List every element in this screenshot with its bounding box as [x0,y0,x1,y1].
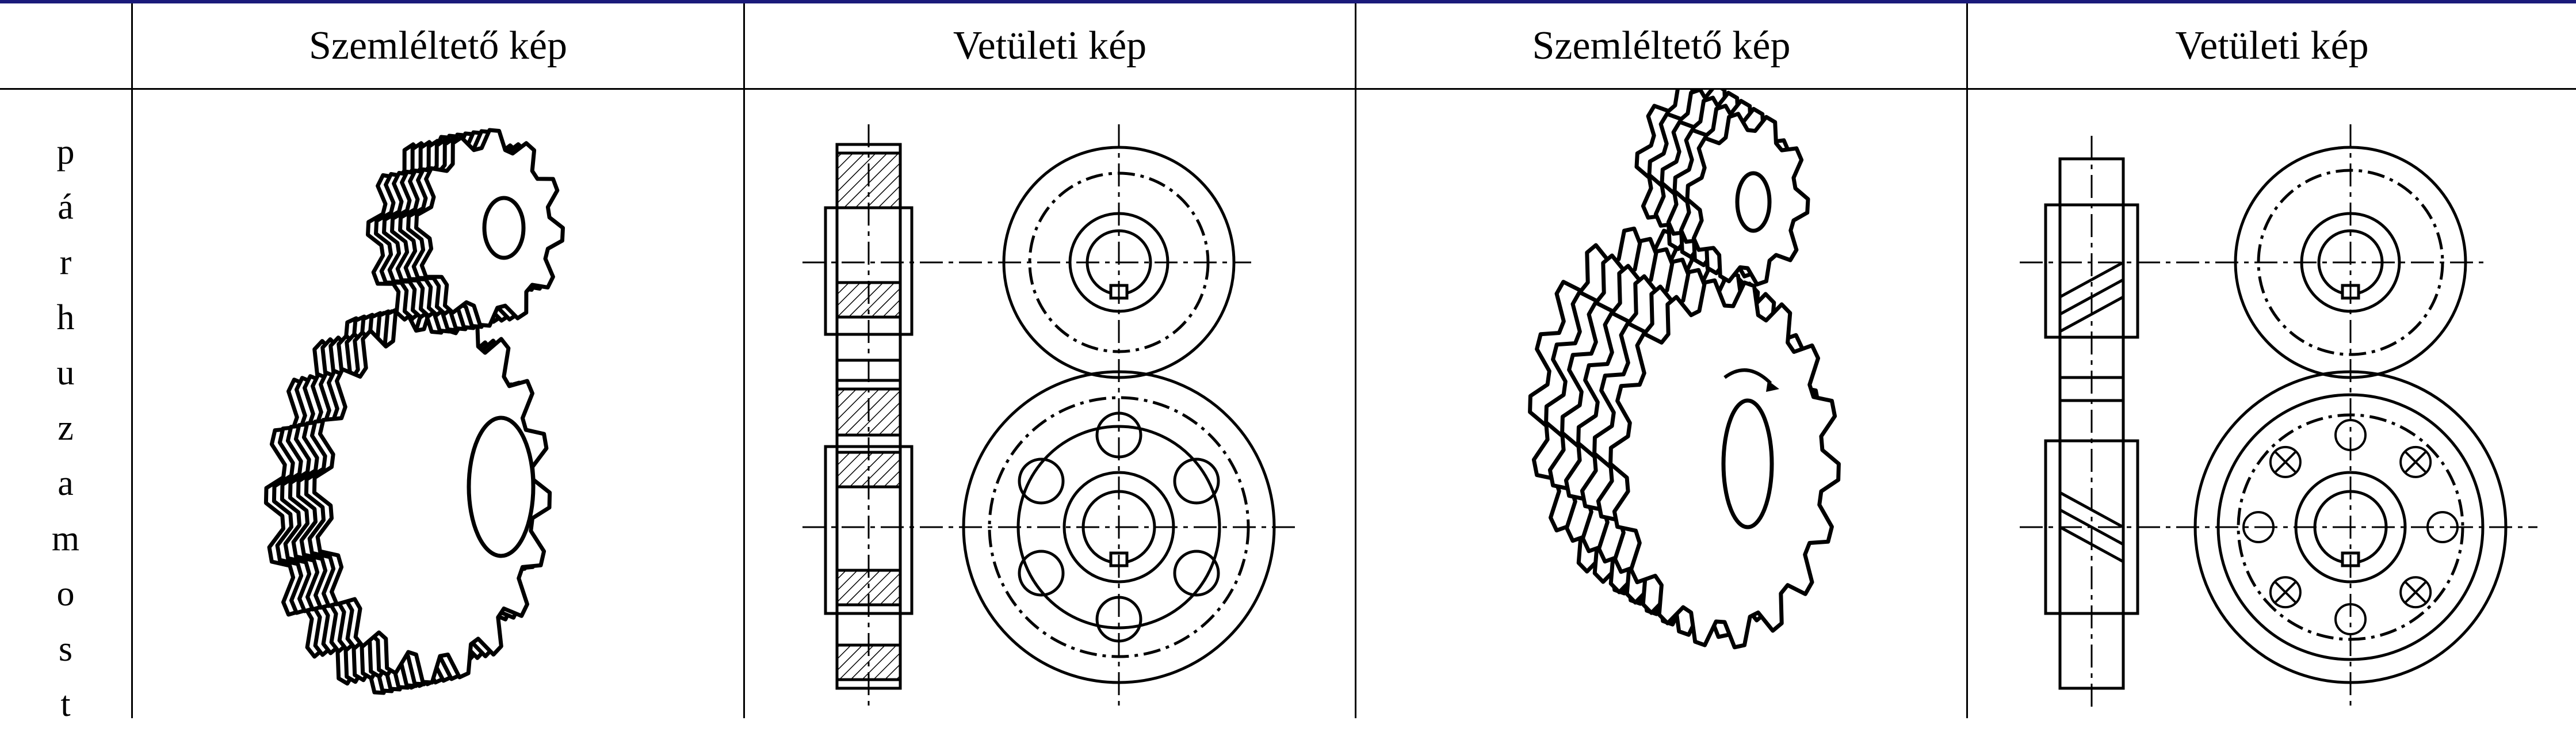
header-divider [0,88,2576,90]
row-label-vertical: p á r h u z a m o s t [0,90,131,724]
spur-gear-pictorial-drawing [263,128,565,695]
spur-gear-projection [745,90,1355,718]
header-projection-2: Vetületi kép [2175,23,2369,68]
column-divider [131,3,133,718]
top-border-bar [0,0,2576,3]
row-label-letter: u [56,353,75,392]
helical-gear-projection-drawing [2020,124,2537,711]
column-divider [743,3,745,718]
row-label-letter: z [58,409,74,448]
row-label-letter: á [58,188,74,227]
row-label-letter: m [51,519,80,558]
row-label-letter: t [60,685,71,724]
header-projection-1: Vetületi kép [953,23,1147,68]
column-divider [1355,3,1356,718]
header-pictorial-1: Szemléltető kép [308,23,568,68]
row-label-letter: h [56,298,75,337]
row-label-letter: s [58,630,73,669]
header-pictorial-2: Szemléltető kép [1532,23,1791,68]
gear-table: Szemléltető kép Vetületi kép Szemléltető… [0,3,2576,724]
helical-gear-pictorial [1356,90,1966,718]
spur-gear-pictorial [133,90,743,718]
column-divider [1966,3,1968,718]
row-label-letter: a [58,464,74,503]
helical-gear-projection [1968,90,2576,718]
row-label-letter: p [56,132,75,171]
row-label-letter: r [59,243,72,282]
row-label-letter: o [56,574,75,613]
spur-gear-projection-drawing [802,124,1297,711]
helical-gear-pictorial-drawing [1528,90,1841,650]
